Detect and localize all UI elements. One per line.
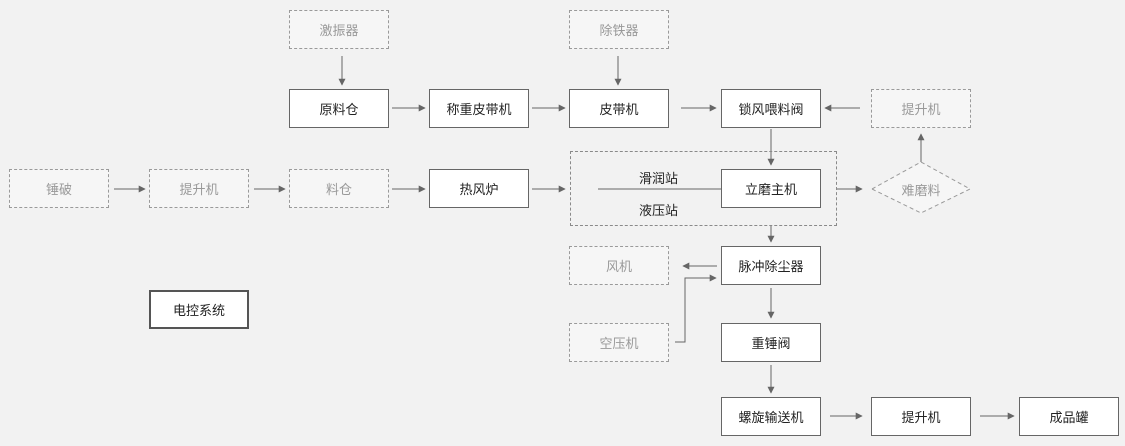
weigh-belt-node[interactable]: 称重皮带机 (429, 89, 529, 128)
hot-air-furnace-node[interactable]: 热风炉 (429, 169, 529, 208)
arrow-compressor-to-collector (675, 274, 717, 343)
air-compressor-node[interactable]: 空压机 (569, 323, 669, 362)
material-bin-node[interactable]: 料仓 (289, 169, 389, 208)
electric-control-node[interactable]: 电控系统 (149, 290, 249, 329)
hard-material-label[interactable]: 难磨料 (901, 183, 941, 199)
raw-bin-node[interactable]: 原料仓 (289, 89, 389, 128)
heavy-hammer-valve-node[interactable]: 重锤阀 (721, 323, 821, 362)
hammer-crush-node[interactable]: 锤破 (9, 169, 109, 208)
vibrator-node[interactable]: 激振器 (289, 10, 389, 49)
pulse-collector-node[interactable]: 脉冲除尘器 (721, 246, 821, 285)
mill-group-boundary (570, 151, 837, 226)
elevator-top-node[interactable]: 提升机 (871, 89, 971, 128)
airlock-valve-node[interactable]: 锁风喂料阀 (721, 89, 821, 128)
hydraulic-station-label: 液压站 (639, 204, 679, 219)
lube-station-label: 滑润站 (639, 172, 679, 187)
elevator-bottom-node[interactable]: 提升机 (871, 397, 971, 436)
product-tank-node[interactable]: 成品罐 (1019, 397, 1119, 436)
vertical-mill-node[interactable]: 立磨主机 (721, 169, 821, 208)
hard-material-diamond (870, 161, 972, 214)
belt-node[interactable]: 皮带机 (569, 89, 669, 128)
screw-conveyor-node[interactable]: 螺旋输送机 (721, 397, 821, 436)
elevator-left-node[interactable]: 提升机 (149, 169, 249, 208)
fan-node[interactable]: 风机 (569, 246, 669, 285)
iron-remover-node[interactable]: 除铁器 (569, 10, 669, 49)
